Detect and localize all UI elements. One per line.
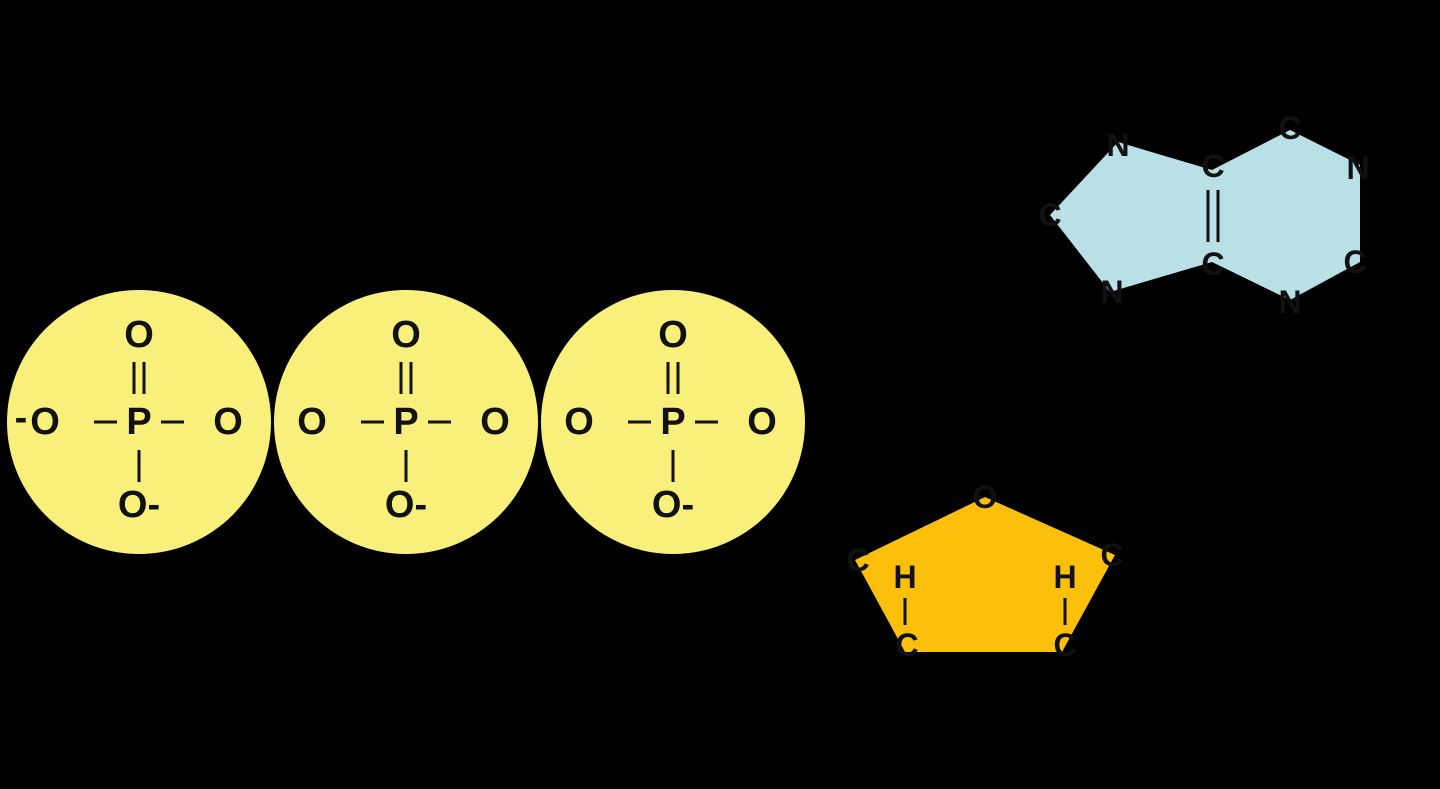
- atom-bottom: O-: [118, 484, 160, 526]
- atom: C: [1343, 244, 1366, 280]
- atom: C: [1038, 197, 1061, 233]
- atom-center: P: [393, 401, 418, 443]
- atom: N: [1100, 274, 1123, 310]
- phosphate-group: O P O- O O: [274, 290, 538, 554]
- atom: N: [1346, 150, 1369, 186]
- atom-left: O: [30, 401, 60, 443]
- atom: N: [1106, 127, 1129, 163]
- atom: N: [1278, 284, 1301, 320]
- atom: C: [1053, 627, 1076, 663]
- atom: H: [893, 559, 916, 595]
- atom: O: [973, 479, 998, 515]
- atom: C: [846, 542, 869, 578]
- atom-top: O: [124, 314, 154, 356]
- atom: C: [1201, 246, 1224, 282]
- atom-right: O: [213, 401, 243, 443]
- ribose-sugar: O C C C C H H: [846, 479, 1123, 663]
- atom: C: [1100, 537, 1123, 573]
- phosphate-group: O P O- O O: [541, 290, 805, 554]
- atom-bottom: O-: [652, 484, 694, 526]
- atom-left: O: [564, 401, 594, 443]
- atom-top: O: [391, 314, 421, 356]
- atom-left: O: [297, 401, 327, 443]
- atom-top: O: [658, 314, 688, 356]
- atom: H: [1053, 559, 1076, 595]
- atom: C: [1201, 148, 1224, 184]
- atom-center: P: [126, 401, 151, 443]
- atom-right: O: [747, 401, 777, 443]
- adenine-base: N C C N C C N C N: [1038, 110, 1369, 320]
- atom-bottom: O-: [385, 484, 427, 526]
- atom: C: [1278, 110, 1301, 146]
- atom-center: P: [660, 401, 685, 443]
- charge: -: [15, 397, 28, 439]
- atom-right: O: [480, 401, 510, 443]
- atom: C: [895, 627, 918, 663]
